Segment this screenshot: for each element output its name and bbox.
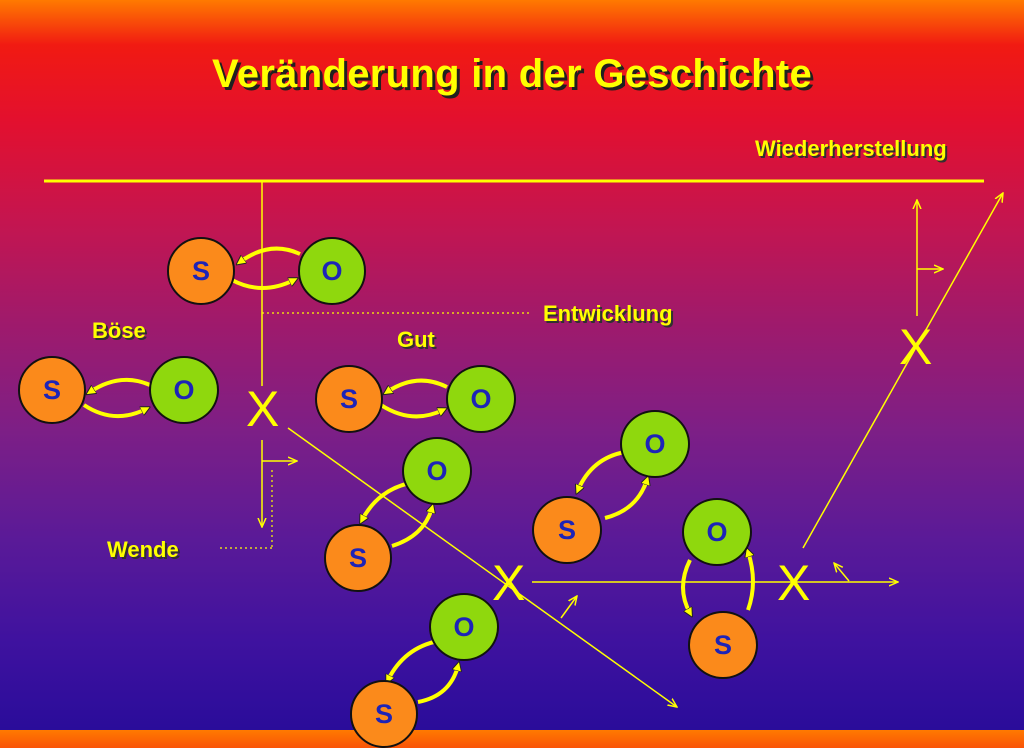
- descent-line: [287, 427, 677, 707]
- label-wiederherstellung: Wiederherstellung: [755, 136, 947, 161]
- arrow-o-to-s-gut: [387, 378, 448, 392]
- arrow-s-to-o-top: [231, 280, 294, 290]
- object-circle-5: O: [620, 410, 690, 478]
- small-arrow-right: [834, 563, 850, 582]
- subject-circle-boese: S: [18, 356, 86, 424]
- small-arrow-middle: [560, 596, 577, 619]
- subject-circle-7: S: [350, 680, 418, 748]
- subject-circle-5: S: [532, 496, 602, 564]
- subject-circle-top: S: [167, 237, 235, 305]
- object-circle-7: O: [429, 593, 499, 661]
- arrow-o-to-s-5: [578, 450, 626, 490]
- arrow-o-to-s-4: [362, 481, 411, 520]
- object-circle-4: O: [402, 437, 472, 505]
- crossing-x-2: X: [492, 555, 526, 611]
- label-entwicklung: Entwicklung: [543, 301, 673, 326]
- object-circle-gut: O: [446, 365, 516, 433]
- arrow-s-to-o-7: [417, 666, 458, 704]
- arrow-s-to-o-6: [748, 552, 755, 611]
- page-title: Veränderung in der Geschichte: [212, 52, 812, 96]
- diagram-lines: [44, 179, 1024, 730]
- object-circle-top: O: [298, 237, 366, 305]
- arrow-s-to-o-gut: [379, 403, 443, 419]
- object-circle-boese: O: [149, 356, 219, 424]
- arrow-s-to-o-5: [604, 480, 647, 520]
- crossing-x-3: X: [777, 555, 811, 611]
- subject-circle-6: S: [688, 611, 758, 679]
- rising-diagonal: [802, 193, 1003, 549]
- crossing-x-4: X: [899, 319, 933, 375]
- arrow-o-to-s-boese: [90, 377, 151, 392]
- arrow-o-to-s-7: [388, 639, 439, 680]
- object-circle-6: O: [682, 498, 752, 566]
- arrow-s-to-o-boese: [82, 403, 146, 419]
- subject-circle-gut: S: [315, 365, 383, 433]
- label-boese: Böse: [92, 318, 146, 343]
- subject-circle-4: S: [324, 524, 392, 592]
- label-gut: Gut: [397, 327, 435, 352]
- arrow-s-to-o-4: [391, 508, 432, 548]
- arrow-o-to-s-6: [681, 559, 690, 613]
- crossing-x-1: X: [246, 381, 280, 437]
- label-wende: Wende: [107, 537, 179, 562]
- arrow-o-to-s-top: [240, 246, 301, 262]
